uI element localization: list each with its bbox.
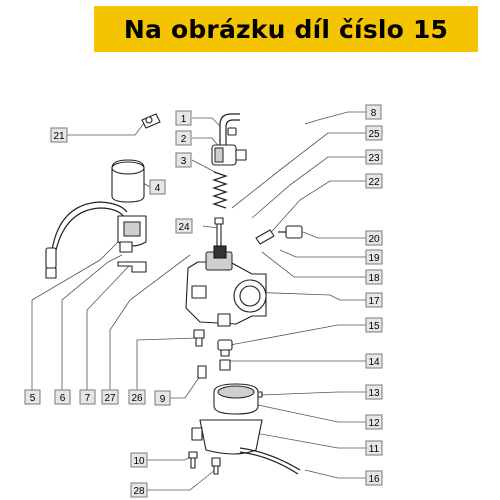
svg-text:23: 23	[368, 153, 380, 164]
callout-label: 10	[130, 452, 148, 468]
svg-text:17: 17	[368, 296, 380, 307]
part-1-fuel-pipe	[219, 113, 240, 150]
callout-labels: 1 2 3 4 5 6 7 8 9 10 11 12 13 14 15 16 1…	[24, 104, 383, 498]
callout-label: 28	[130, 482, 148, 498]
part-11-float-bowl	[191, 419, 263, 455]
part-4-cap	[111, 159, 145, 203]
svg-text:18: 18	[368, 273, 380, 284]
callout-label: 2	[175, 130, 192, 146]
svg-text:20: 20	[368, 234, 380, 245]
callout-label: 11	[365, 440, 383, 456]
callout-label: 25	[365, 125, 383, 141]
callout-label: 19	[365, 249, 383, 265]
svg-text:5: 5	[30, 393, 36, 404]
banner-background	[94, 6, 478, 52]
svg-text:11: 11	[369, 444, 380, 455]
part-8-screw	[227, 127, 237, 136]
callout-label: 9	[154, 390, 171, 406]
callout-label: 26	[128, 389, 146, 405]
callout-label: 21	[50, 127, 68, 143]
callout-label: 1	[175, 110, 192, 126]
callout-label: 23	[365, 149, 383, 165]
part-26-jet-holder	[193, 329, 205, 347]
callout-label: 13	[365, 384, 383, 400]
callout-label: 17	[365, 292, 383, 308]
callout-label: 12	[365, 414, 383, 430]
svg-text:25: 25	[368, 129, 380, 140]
svg-text:24: 24	[178, 222, 190, 233]
part-7-bracket	[117, 261, 147, 273]
part-20-connector	[278, 225, 303, 239]
callout-label: 6	[54, 389, 71, 405]
part-17-carburettor-body	[185, 251, 267, 327]
svg-text:10: 10	[133, 456, 145, 467]
svg-text:12: 12	[368, 418, 380, 429]
part-3-spring	[212, 171, 228, 209]
svg-text:16: 16	[368, 474, 380, 485]
callout-label: 20	[365, 230, 383, 246]
part-5-choke-cable	[45, 201, 128, 279]
callout-label: 18	[365, 269, 383, 285]
part-12-float	[213, 383, 259, 415]
part-23-slide	[213, 245, 227, 259]
callout-label: 15	[365, 317, 383, 333]
part-6-choke-plunger	[117, 215, 147, 253]
part-14-needle-jet	[219, 359, 231, 371]
part-15-main-jet	[217, 339, 233, 357]
svg-text:13: 13	[368, 388, 380, 399]
part-9-pilot-jet	[197, 365, 207, 379]
svg-text:14: 14	[368, 357, 380, 368]
svg-text:1: 1	[181, 114, 187, 125]
part-19-idle-screw	[255, 229, 275, 245]
callout-label: 14	[365, 353, 383, 369]
svg-text:6: 6	[60, 393, 66, 404]
svg-text:26: 26	[131, 393, 143, 404]
svg-text:8: 8	[371, 108, 377, 119]
leader-lines	[31, 111, 366, 491]
part-28-drain-screw	[211, 457, 221, 475]
part-2-choke-valve	[211, 144, 247, 166]
callout-label: 16	[365, 470, 383, 486]
svg-text:22: 22	[368, 177, 380, 188]
svg-text:19: 19	[368, 253, 380, 264]
svg-text:7: 7	[85, 393, 91, 404]
svg-text:28: 28	[133, 486, 145, 497]
callout-label: 24	[175, 218, 193, 234]
part-24-needle	[214, 217, 224, 253]
svg-text:9: 9	[160, 394, 166, 405]
part-21-clip	[141, 113, 161, 129]
callout-label: 27	[101, 389, 119, 405]
part-10-screw	[188, 451, 198, 469]
callout-label: 3	[175, 152, 192, 168]
svg-text:2: 2	[181, 134, 187, 145]
callout-label: 5	[24, 389, 41, 405]
svg-text:21: 21	[53, 131, 65, 142]
banner-title: Na obrázku díl číslo 15	[123, 14, 449, 44]
callout-label: 8	[365, 104, 382, 120]
part-16-drain-tube	[239, 447, 301, 475]
svg-text:3: 3	[181, 156, 187, 167]
svg-text:27: 27	[104, 393, 116, 404]
callout-label: 7	[79, 389, 96, 405]
svg-text:4: 4	[155, 183, 161, 194]
callout-label: 4	[149, 179, 166, 195]
svg-text:15: 15	[368, 321, 380, 332]
callout-label: 22	[365, 173, 383, 189]
